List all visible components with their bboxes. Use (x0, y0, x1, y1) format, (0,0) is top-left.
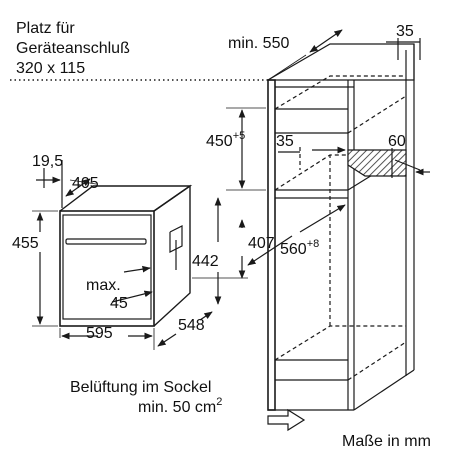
label-405: 405 (72, 175, 99, 192)
label-450: 450+5 (206, 130, 245, 150)
airflow-arrow-icon (267, 408, 306, 432)
label-407: 407 (248, 235, 275, 252)
label-19-5: 19,5 (32, 153, 63, 170)
label-35-top: 35 (396, 23, 414, 40)
label-belueftung: Belüftung im Sockel (70, 379, 211, 396)
label-min550: min. 550 (228, 35, 289, 52)
label-548: 548 (178, 317, 205, 334)
label-560: 560+8 (280, 238, 319, 258)
dim-407-line (192, 219, 248, 279)
dim-19-5-line (36, 160, 63, 208)
label-442: 442 (192, 253, 219, 270)
dim-450-line (226, 107, 266, 191)
label-geraeteanschluss: Geräteanschluß (16, 40, 130, 57)
dim-35-top-line (386, 38, 421, 60)
dim-560-line (247, 204, 346, 266)
dim-max45-line (111, 265, 153, 303)
label-595: 595 (86, 325, 113, 342)
oven-appliance (59, 184, 193, 327)
dim-455-line (32, 210, 58, 327)
dim-min550-line (267, 29, 343, 81)
cabinet-housing (267, 43, 415, 411)
label-320x115: 320 x 115 (16, 60, 85, 77)
label-min50cm2: min. 50 cm2 (138, 396, 222, 416)
label-masse-in-mm: Maße in mm (342, 433, 431, 450)
dim-35-inner-line (278, 146, 346, 154)
dim-60-line (391, 148, 430, 178)
label-platz: Platz für (16, 20, 75, 37)
label-455: 455 (12, 235, 39, 252)
label-60: 60 (388, 133, 406, 150)
label-45: 45 (110, 295, 128, 312)
dim-405-line (65, 178, 97, 197)
dim-595-line (59, 328, 155, 350)
label-35-inner: 35 (276, 133, 294, 150)
label-max: max. (86, 277, 121, 294)
dim-548-line (157, 311, 213, 347)
ventilation-hatch (347, 149, 407, 177)
